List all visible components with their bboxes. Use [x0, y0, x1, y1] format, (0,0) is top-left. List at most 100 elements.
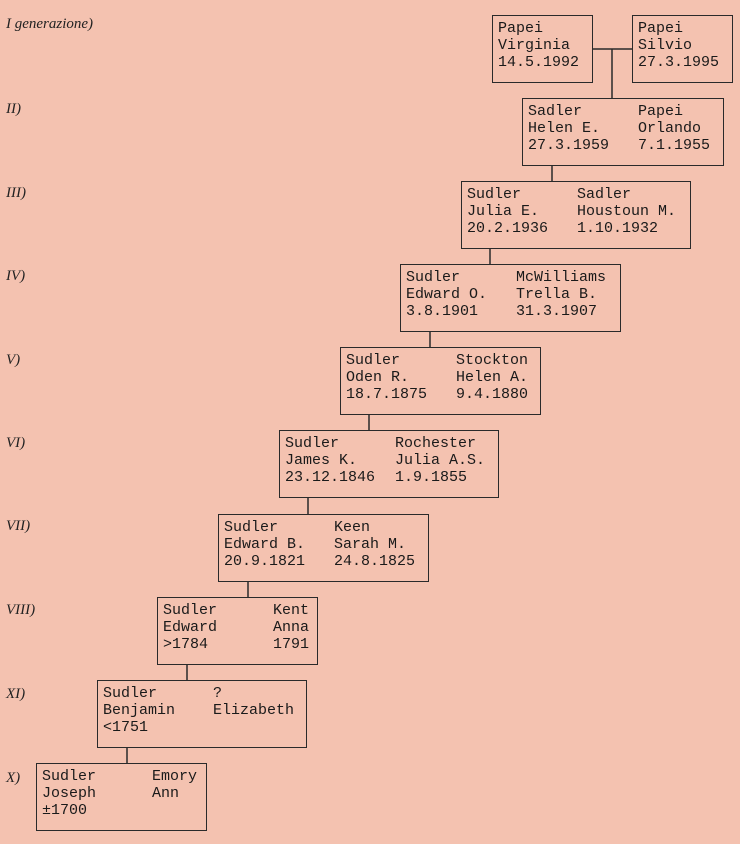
generation-label: VIII)	[6, 602, 36, 618]
person-name: Joseph	[42, 785, 97, 802]
person-name: Benjamin	[103, 702, 176, 719]
person-surname: Sudler	[42, 768, 97, 785]
person-date: 9.4.1880	[456, 386, 529, 403]
person-surname: Sudler	[163, 602, 218, 619]
person-name: James K.	[285, 452, 358, 469]
generation-label: I generazione)	[6, 16, 94, 32]
person-surname: Sudler	[285, 435, 340, 452]
person-date: 1.10.1932	[577, 220, 659, 237]
person-date: 1791	[273, 636, 310, 653]
generation-label: IV)	[6, 268, 26, 284]
person-date: 27.3.1959	[528, 137, 610, 154]
generation-label: II)	[6, 101, 21, 117]
person-surname: Sudler	[346, 352, 401, 369]
couple-box	[36, 763, 207, 831]
person-name: Sarah M.	[334, 536, 407, 553]
person-name: Helen A.	[456, 369, 529, 386]
person-date: ±1700	[42, 802, 88, 819]
person-date: 24.8.1825	[334, 553, 416, 570]
person-name: Elizabeth	[213, 702, 295, 719]
person-surname: Sudler	[224, 519, 279, 536]
person-date: 27.3.1995	[638, 54, 720, 71]
generation-label: III)	[6, 185, 26, 201]
person-date: <1751	[103, 719, 149, 736]
person-name: Helen E.	[528, 120, 601, 137]
person-name: Houstoun M.	[577, 203, 677, 220]
person-date	[152, 802, 197, 819]
person-surname: Sudler	[103, 685, 158, 702]
person-name: Oden R.	[346, 369, 410, 386]
person-surname: Sadler	[577, 186, 632, 203]
couple-box	[218, 514, 429, 582]
generation-label: XI)	[6, 686, 26, 702]
person-name: Julia A.S.	[395, 452, 486, 469]
person-name: Silvio	[638, 37, 693, 54]
person-name: Orlando	[638, 120, 702, 137]
generation-label: X)	[6, 770, 21, 786]
person-date: 23.12.1846	[285, 469, 376, 486]
person-date: 20.9.1821	[224, 553, 306, 570]
person-date: 14.5.1992	[498, 54, 580, 71]
couple-box	[461, 181, 691, 249]
person-right: ?Elizabeth	[213, 685, 294, 736]
couple-box	[97, 680, 307, 748]
couple-box	[522, 98, 724, 166]
person-name: Virginia	[498, 37, 571, 54]
person-name: Edward O.	[406, 286, 488, 303]
couple-box	[340, 347, 541, 415]
person-date: >1784	[163, 636, 209, 653]
person-date: 31.3.1907	[516, 303, 598, 320]
couple-box	[157, 597, 318, 665]
couple-box	[632, 15, 733, 83]
person-name: Edward	[163, 619, 218, 636]
person-surname: ?	[213, 685, 223, 702]
person-surname: Emory	[152, 768, 198, 785]
couple-box	[492, 15, 593, 83]
person-surname: Sadler	[528, 103, 583, 120]
person-date: 18.7.1875	[346, 386, 428, 403]
person-date: 7.1.1955	[638, 137, 711, 154]
person-name: Edward B.	[224, 536, 306, 553]
person-surname: Stockton	[456, 352, 529, 369]
generation-label: VII)	[6, 518, 31, 534]
person-surname: Papei	[638, 20, 684, 37]
generation-label: V)	[6, 352, 21, 368]
person-name: Ann	[152, 785, 180, 802]
person-name: Anna	[273, 619, 310, 636]
person-surname: Keen	[334, 519, 371, 536]
person-surname: Sudler	[406, 269, 461, 286]
person-surname: Papei	[638, 103, 684, 120]
person-surname: McWilliams	[516, 269, 607, 286]
person-date: 20.2.1936	[467, 220, 549, 237]
couple-box	[400, 264, 621, 332]
person-name: Trella B.	[516, 286, 598, 303]
person-surname: Papei	[498, 20, 544, 37]
person-surname: Sudler	[467, 186, 522, 203]
person-surname: Kent	[273, 602, 310, 619]
person-surname: Rochester	[395, 435, 477, 452]
generation-label: VI)	[6, 435, 26, 451]
person-name: Julia E.	[467, 203, 540, 220]
couple-box	[279, 430, 499, 498]
person-date: 1.9.1855	[395, 469, 468, 486]
person-date	[213, 719, 294, 736]
